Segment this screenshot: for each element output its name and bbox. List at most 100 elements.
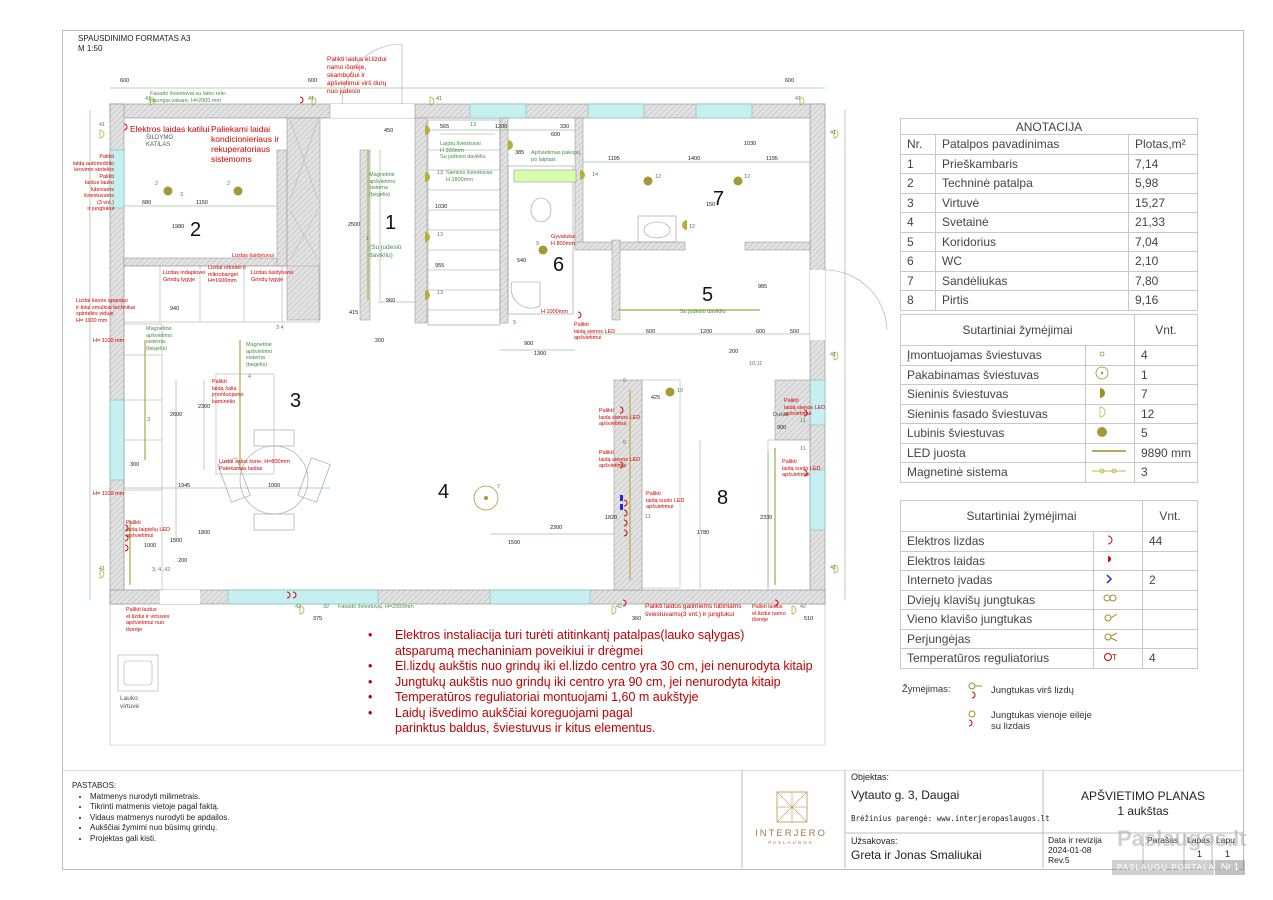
symbol-number: 41	[436, 96, 443, 102]
note-boiler-cable: Elektros laidas katilui	[130, 124, 210, 134]
plan-subtitle: 1 aukštas	[1117, 804, 1169, 818]
legend-row: Pakabinamas šviestuvas 1	[900, 364, 1199, 385]
wall-light-icon	[1084, 384, 1135, 405]
windows	[109, 103, 826, 605]
room-number-4: 4	[438, 481, 450, 503]
legend-label: Vieno klavišo jungtukas	[900, 609, 1094, 630]
changeover-switch-icon	[1093, 628, 1143, 649]
room-name: Sandėliukas	[935, 270, 1129, 291]
room-name: WC	[935, 251, 1129, 272]
marking-switch-above: Jungtukas virš lizdų	[991, 685, 1074, 696]
symbol-number: 41	[99, 566, 106, 572]
room-area: 2,10	[1128, 251, 1198, 272]
sheet-label: Lapas	[1187, 835, 1211, 845]
legend1-vnt: Vnt.	[1133, 314, 1199, 346]
company-logo-icon	[776, 791, 808, 823]
kitchen-counters	[123, 265, 320, 591]
revision: Rev.5	[1048, 855, 1070, 865]
symbol-number: 32	[323, 604, 330, 610]
internet-icon	[1093, 570, 1143, 591]
symbol-number: 14	[592, 172, 599, 178]
legend-label: Pakabinamas šviestuvas	[900, 364, 1086, 385]
symbol-number: 41	[145, 96, 152, 102]
legend-count: 7	[1133, 384, 1199, 405]
dim-label: 375	[313, 616, 323, 622]
legend-row: Sieninis šviestuvas 7	[900, 384, 1199, 405]
room-area: 21,33	[1128, 212, 1198, 233]
symbol-number: 41	[830, 130, 837, 136]
symbol-number: 42	[616, 604, 623, 610]
dim-label: 565	[440, 124, 450, 130]
dim-label: 300	[130, 462, 140, 468]
symbol-number: 13	[470, 122, 477, 128]
legend-label: Elektros lizdas	[900, 531, 1094, 552]
interior-walls	[123, 117, 811, 591]
dim-label: 2500	[348, 222, 361, 228]
dim-label: 1400	[688, 156, 701, 162]
legend-count: 44	[1142, 531, 1198, 552]
room-number-1: 1	[385, 212, 397, 234]
room-area: 7,04	[1128, 231, 1198, 252]
sheets-label: Lapų	[1216, 835, 1235, 845]
plan-title: APŠVIETIMO PLANAS	[1080, 789, 1206, 803]
socket-icon	[1093, 531, 1143, 552]
dim-label: 330	[560, 124, 570, 130]
room-number-5: 5	[702, 284, 714, 306]
logo-text: INTERJERO	[755, 828, 827, 839]
room-annotation-table: ANOTACIJA Nr. Patalpos pavadinimas Plota…	[900, 118, 1198, 311]
room-nr: 3	[900, 192, 936, 213]
led-strip-icon	[1084, 442, 1135, 463]
dim-label: 415	[349, 310, 359, 316]
symbol-number: 5	[513, 320, 517, 326]
symbol-number: 13	[437, 290, 444, 296]
symbol-number: 10,11	[749, 361, 763, 367]
legend2-vnt: Vnt.	[1142, 500, 1198, 532]
double-switch-icon	[1093, 589, 1143, 610]
dim-label: 1820	[605, 515, 618, 521]
sheet-value: 1	[1197, 849, 1203, 859]
dim-label: 600	[756, 329, 766, 335]
electrical-note: atsparumą mechaniniam poveikiui ir drėgm…	[395, 643, 644, 658]
watermark-badge: Nr.1	[1215, 860, 1245, 875]
legend-label: Elektros laidas	[900, 550, 1094, 571]
legend-label: Temperatūros reguliatorius	[900, 648, 1094, 669]
legend-count: 2	[1142, 570, 1198, 591]
symbol-number: 11	[800, 418, 806, 424]
legend-count: 1	[1133, 364, 1199, 385]
symbol-number: 11	[645, 514, 651, 520]
room-number-8: 8	[717, 487, 729, 509]
drawing-sheet	[62, 30, 1244, 870]
symbol-number: 6	[623, 378, 627, 384]
symbol-number: 12	[744, 174, 751, 180]
date-label: Data ir revizija	[1048, 835, 1102, 845]
legend-count: 9890 mm	[1133, 442, 1199, 463]
signature-label: Parašas	[1147, 835, 1179, 845]
symbol-number: 2	[155, 181, 159, 187]
legend-label: Interneto įvadas	[900, 570, 1094, 591]
room-name: Virtuvė	[935, 192, 1129, 213]
legend-label: Sieninis šviestuvas	[900, 384, 1086, 405]
symbol-number: 3 4	[276, 325, 284, 331]
floor-plan	[89, 43, 888, 746]
symbol-number: 41	[795, 96, 802, 102]
dim-label: 2300	[550, 525, 563, 531]
dim-label: 540	[517, 258, 527, 264]
note-item: Tikrinti matmenis vietoje pagal faktą.	[90, 802, 230, 813]
dim-label: 1030	[435, 204, 448, 210]
